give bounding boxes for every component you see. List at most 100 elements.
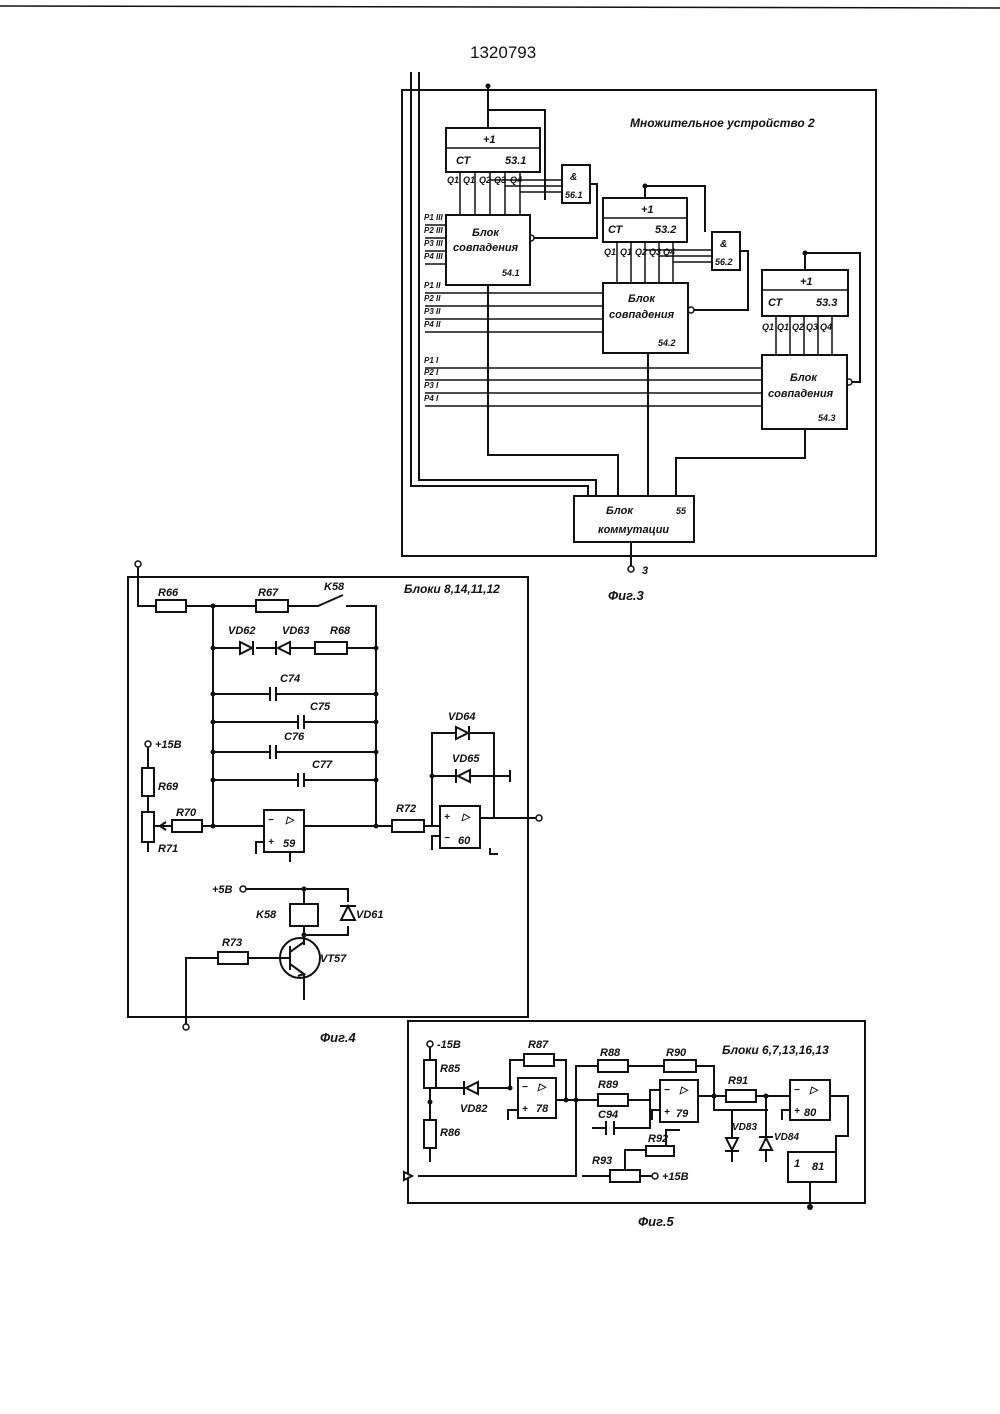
fig5-minus15-label: -15B (437, 1039, 461, 1051)
fig4-c75-label: C75 (310, 701, 331, 713)
fig4-r73-label: R73 (222, 937, 242, 949)
fig4-node-b (211, 646, 216, 651)
page-top-border (0, 6, 1000, 8)
fig3-counter-53-3-out-2: Q2 (792, 322, 804, 332)
fig4-output-terminal (536, 815, 542, 821)
fig4-r72-label: R72 (396, 803, 416, 815)
fig5-resistor-r91 (726, 1090, 756, 1102)
fig5-vd84-label: VD84 (774, 1132, 799, 1143)
fig4-k58-coil-label: K58 (256, 909, 277, 921)
fig5-circuit: Блоки 6,7,13,16,13 -15B R85 R86 VD82 R87… (404, 1021, 865, 1229)
fig4-plus15-label: +15B (155, 739, 182, 751)
fig4-node-i (374, 750, 379, 755)
fig3-block-54-1-in-2: P3 III (424, 239, 443, 248)
fig4-circuit: Блоки 8,14,11,12 R66 R67 K58 VD62 VD63 R… (128, 561, 542, 1045)
fig3-and-gate-56-1-id: 56.1 (565, 190, 583, 200)
fig5-r92-label: R92 (648, 1133, 668, 1145)
fig5-diode-vd84 (760, 1138, 772, 1150)
fig3-block-54-2-inputs (425, 293, 603, 332)
fig5-resistor-r92 (646, 1146, 674, 1156)
fig4-vd62-label: VD62 (228, 625, 256, 637)
fig5-r90-label: R90 (666, 1047, 687, 1059)
fig3-block-54-1-in-0: P1 III (424, 213, 443, 222)
fig4-r71-label: R71 (158, 843, 178, 855)
fig5-opamp-79-minus: − (664, 1085, 670, 1096)
fig3-block-54-2-line1: Блок (628, 293, 656, 305)
document-number: 1320793 (470, 43, 536, 62)
fig4-opamp-59-plus: + (268, 837, 274, 848)
fig5-c94-label: C94 (598, 1109, 618, 1121)
fig4-resistor-r66 (156, 600, 186, 612)
fig4-node-j (211, 778, 216, 783)
fig4-opamp-60-symbol: ▷ (461, 812, 471, 823)
fig4-potentiometer-r71 (142, 812, 154, 842)
fig3-block-54-2-in-1: P2 II (424, 294, 441, 303)
fig3-block-54-3-in-1: P2 I (424, 368, 439, 377)
fig4-capacitor-c75 (298, 715, 304, 729)
fig4-k58-contact-label: K58 (324, 581, 345, 593)
fig3-block-54-2-id: 54.2 (658, 338, 676, 348)
fig4-opamp-59-label: 59 (283, 838, 296, 850)
fig5-opamp-79-symbol: ▷ (679, 1085, 689, 1096)
fig4-vd65-label: VD65 (452, 753, 480, 765)
fig4-opamp-60-minus: − (444, 833, 450, 844)
fig5-element-81-label: 81 (812, 1161, 824, 1173)
fig4-diode-vd62 (240, 642, 252, 654)
fig4-input-terminal (135, 561, 141, 567)
fig5-opamp-80-label: 80 (804, 1107, 817, 1119)
fig3-counter-53-1-id: 53.1 (505, 155, 526, 167)
fig5-opamp-80-plus: + (794, 1106, 800, 1117)
fig4-r71-wiper (154, 822, 172, 830)
fig3-block-54-3-line1: Блок (790, 372, 818, 384)
fig3-counter-53-2-out-1: Q1 (620, 247, 632, 257)
fig4-resistor-r70 (172, 820, 202, 832)
fig5-r87-label: R87 (528, 1039, 549, 1051)
fig4-base-wire (186, 958, 290, 1024)
fig4-capacitor-c76 (270, 745, 276, 759)
fig4-diode-vd64 (456, 727, 468, 739)
fig3-block-54-1-to-55 (488, 285, 618, 496)
fig4-c77-label: C77 (312, 759, 333, 771)
fig4-diode-vd65 (458, 770, 470, 782)
fig5-element-81-in: 1 (794, 1158, 800, 1170)
fig4-node-h (211, 750, 216, 755)
fig5-resistor-r87 (524, 1054, 554, 1066)
fig4-caption: Фиг.4 (320, 1030, 356, 1045)
fig3-and-gate-56-2-sym: & (720, 239, 727, 250)
fig3-counter-53-3-out-0: Q1 (762, 322, 774, 332)
fig3-device-title: Множительное устройство 2 (630, 116, 815, 130)
fig5-r91-label: R91 (728, 1075, 748, 1087)
fig3-counter-53-3-id: 53.3 (816, 297, 837, 309)
fig3-block-55-id: 55 (676, 506, 687, 516)
fig5-input-arrow (404, 1172, 412, 1180)
fig5-node-c (564, 1098, 569, 1103)
fig3-and-gate-56-1-sym: & (570, 172, 577, 183)
fig3-block-54-2-in-0: P1 II (424, 281, 441, 290)
fig4-vd63-label: VD63 (282, 625, 310, 637)
fig3-counter-53-3-inc: +1 (800, 276, 813, 288)
fig4-diode-vd63 (278, 642, 290, 654)
fig3-block-54-3-in-3: P4 I (424, 394, 439, 403)
fig3-block-54-3-line2: совпадения (768, 388, 834, 400)
fig4-node-l (211, 824, 216, 829)
fig5-resistor-r89 (598, 1094, 628, 1106)
fig4-vt57-symbol (290, 935, 304, 1000)
fig3-block-54-3-to-55 (676, 429, 805, 496)
fig5-blocks-label: Блоки 6,7,13,16,13 (722, 1043, 829, 1057)
fig4-opamp-60-plus: + (444, 812, 450, 823)
fig5-opamp-80-minus: − (794, 1085, 800, 1096)
fig4-r69-label: R69 (158, 781, 179, 793)
fig5-opamp-78-symbol: ▷ (537, 1082, 547, 1093)
fig5-vd82-label: VD82 (460, 1103, 488, 1115)
fig4-c74-label: C74 (280, 673, 300, 685)
fig5-output-terminal (807, 1204, 813, 1210)
fig4-r67-label: R67 (258, 587, 279, 599)
fig5-opamp-79-label: 79 (676, 1108, 689, 1120)
fig5-opamp-79-plus: + (664, 1107, 670, 1118)
fig4-node-n (430, 774, 435, 779)
fig3-counter-53-2-id: 53.2 (655, 224, 676, 236)
fig5-minus15-terminal (427, 1041, 433, 1047)
fig3-multiplier-device: Множительное устройство 2 +1 СТ 53.1 Q1 … (402, 72, 876, 603)
fig5-r86-label: R86 (440, 1127, 461, 1139)
